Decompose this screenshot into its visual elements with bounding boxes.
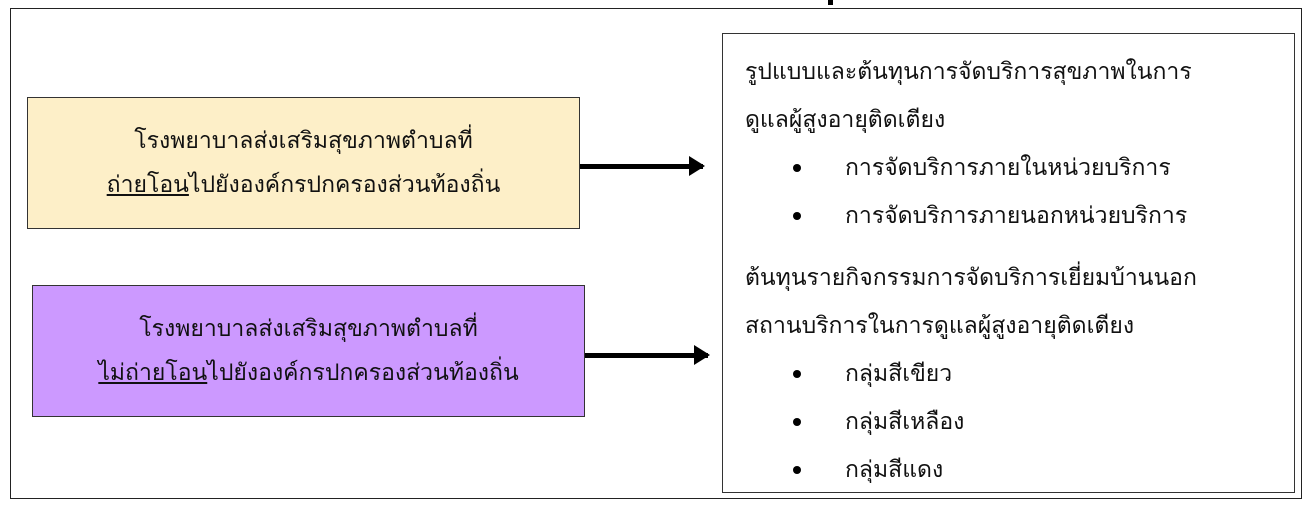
outcomes-box: รูปแบบและต้นทุนการจัดบริการสุขภาพในการ ด… <box>722 33 1295 493</box>
list-item: กลุ่มสีแดง <box>745 446 1294 494</box>
box-line-1: โรงพยาบาลส่งเสริมสุขภาพตำบลที่ <box>139 316 478 342</box>
non-transferred-hospital-box: โรงพยาบาลส่งเสริมสุขภาพตำบลที่ ไม่ถ่ายโอ… <box>32 285 585 417</box>
box-line-2-rest: ไปยังองค์กรปกครองส่วนท้องถิ่น <box>207 360 519 386</box>
list-item: กลุ่มสีเขียว <box>745 350 1294 398</box>
arrow-right-icon <box>580 156 705 176</box>
list-item: กลุ่มสีเหลือง <box>745 398 1294 446</box>
list-item: การจัดบริการภายในหน่วยบริการ <box>745 144 1294 192</box>
box-line-1: โรงพยาบาลส่งเสริมสุขภาพตำบลที่ <box>134 128 473 154</box>
section1-heading: รูปแบบและต้นทุนการจัดบริการสุขภาพในการ <box>745 59 1192 85</box>
section1-list: การจัดบริการภายในหน่วยบริการ การจัดบริกา… <box>745 144 1294 240</box>
diagram-frame <box>10 8 1302 499</box>
top-mark <box>828 0 833 5</box>
section2-heading-cont: สถานบริการในการดูแลผู้สูงอายุติดเตียง <box>745 313 1135 339</box>
underlined-term: ไม่ถ่ายโอน <box>98 360 208 386</box>
section2-heading: ต้นทุนรายกิจกรรมการจัดบริการเยี่ยมบ้านนอ… <box>745 265 1197 291</box>
section1-heading-cont: ดูแลผู้สูงอายุติดเตียง <box>745 107 946 133</box>
box-line-2-rest: ไปยังองค์กรปกครองส่วนท้องถิ่น <box>188 172 501 198</box>
list-item: การจัดบริการภายนอกหน่วยบริการ <box>745 192 1294 240</box>
box-line-2: ไม่ถ่ายโอนไปยังองค์กรปกครองส่วนท้องถิ่น <box>98 351 518 395</box>
box-line-2: ถ่ายโอนไปยังองค์กรปกครองส่วนท้องถิ่น <box>107 163 501 207</box>
underlined-term: ถ่ายโอน <box>106 172 189 198</box>
arrow-right-icon <box>585 345 710 365</box>
section2-list: กลุ่มสีเขียว กลุ่มสีเหลือง กลุ่มสีแดง <box>745 350 1294 494</box>
transferred-hospital-box: โรงพยาบาลส่งเสริมสุขภาพตำบลที่ ถ่ายโอนไป… <box>27 97 580 229</box>
